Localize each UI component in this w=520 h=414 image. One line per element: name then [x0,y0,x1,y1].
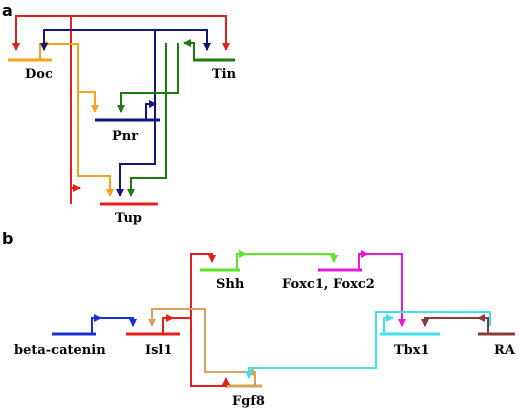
shh-label: Shh [216,277,245,292]
isl1-promoter-arrow [162,314,174,334]
shh-to-foxc-arrow [246,253,338,263]
pnr-promoter-arrow [145,100,157,120]
gene-fgf8: Fgf8 [225,384,265,409]
isl1-label: Isl1 [145,343,172,358]
foxc-to-tbx1-arrow [368,253,406,327]
ra-to-tbx1-arrow [421,317,478,327]
fgf8-label: Fgf8 [232,394,265,409]
gene-ra: RA [478,332,516,358]
beta-catenin-promoter-arrow [91,314,102,334]
panel-a: a Doc Tin Pnr Tup [2,1,237,226]
isl1-to-shh-arrow [173,253,216,319]
shh-promoter-arrow [236,250,247,270]
doc-label: Doc [25,67,53,82]
pnr-to-doc-arrow [40,29,155,51]
pnr-to-tin-arrow [154,29,211,104]
gene-isl1: Isl1 [126,332,180,358]
doc-to-tup-arrow [77,92,114,197]
gene-doc: Doc [8,58,53,82]
tin-to-tup-arrow [127,43,167,197]
tup-to-tin-arrow [71,15,230,51]
gene-tin: Tin [193,58,237,82]
beta-catenin-label: beta-catenin [14,343,106,358]
pnr-to-tup-arrow [116,104,156,197]
panel-a-label: a [2,1,13,20]
tup-promoter-arrow [70,184,81,204]
tbx1-promoter-arrow [383,314,394,334]
tup-label: Tup [115,211,142,226]
beta-catenin-to-isl1-arrow [101,317,137,327]
gene-tbx1: Tbx1 [380,332,440,358]
panel-b-label: b [2,229,13,248]
tbx1-label: Tbx1 [394,343,430,358]
gene-pnr: Pnr [95,118,160,144]
fgf8-to-isl1-arrow [148,308,247,373]
ra-label: RA [494,343,516,358]
gene-foxc: Foxc1, Foxc2 [282,268,375,292]
gene-beta-catenin: beta-catenin [14,332,106,358]
isl1-to-fgf8-arrow [190,318,230,387]
gene-tup: Tup [100,202,158,226]
panel-b: b beta-catenin Isl1 Shh Foxc1, Foxc2 Tbx… [2,229,516,409]
tin-to-pnr-arrow [117,43,179,113]
tup-to-doc-arrow [12,15,72,188]
tbx1-to-fgf8-arrow [245,318,377,379]
foxc-label: Foxc1, Foxc2 [282,277,375,292]
pnr-label: Pnr [112,129,138,144]
foxc-promoter-arrow [358,250,369,270]
ra-promoter-arrow [477,314,489,334]
tin-promoter-arrow [183,39,195,60]
tin-label: Tin [212,67,237,82]
gene-shh: Shh [200,268,245,292]
